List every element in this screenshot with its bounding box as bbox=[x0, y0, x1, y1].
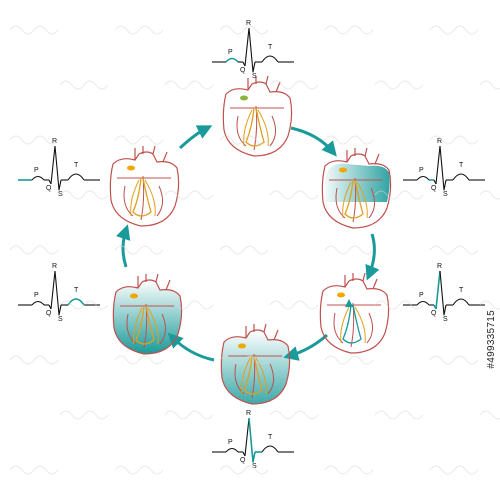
ecg-label-p: P bbox=[34, 292, 39, 299]
sa-node bbox=[127, 165, 135, 171]
ecg-label-s: S bbox=[252, 463, 257, 470]
heart-resting bbox=[109, 145, 180, 227]
cycle-arrow-6 bbox=[178, 125, 213, 150]
ecg-label-p: P bbox=[228, 439, 233, 446]
ecg-label-q: Q bbox=[431, 185, 437, 192]
hearts bbox=[109, 75, 392, 405]
heart-ventricular-repolarization bbox=[112, 273, 183, 355]
ecg-label-t: T bbox=[459, 287, 464, 294]
ecg-strip-atrial-depolarization: P R QS T bbox=[212, 20, 294, 80]
ecg-strip-septal-depolarization: P R QS T bbox=[403, 138, 485, 198]
cycle-arrow-1 bbox=[290, 126, 337, 157]
cycle-arrow-2 bbox=[365, 233, 380, 281]
sa-node bbox=[130, 293, 138, 299]
ecg-label-s: S bbox=[252, 73, 257, 80]
ecg-strip-ventricular-depolarization: P R QS T bbox=[212, 410, 294, 470]
ecg-strip-apical-depolarization: P R QS T bbox=[403, 263, 485, 323]
ecg-label-r: R bbox=[246, 410, 251, 417]
ecg-label-p: P bbox=[419, 292, 424, 299]
ecg-label-q: Q bbox=[46, 185, 52, 192]
ecg-label-r: R bbox=[437, 263, 442, 270]
sa-node bbox=[238, 343, 246, 349]
ecg-label-r: R bbox=[437, 138, 442, 145]
ecg-label-s: S bbox=[443, 316, 448, 323]
cycle-arrow-3 bbox=[283, 333, 328, 361]
ecg-label-t: T bbox=[268, 434, 273, 441]
ecg-label-q: Q bbox=[240, 67, 246, 74]
heart-apical-depolarization bbox=[319, 272, 390, 354]
sa-node bbox=[240, 95, 248, 101]
heart-septal-depolarization bbox=[321, 147, 392, 229]
sa-node bbox=[339, 167, 347, 173]
ecg-label-p: P bbox=[228, 49, 233, 56]
sa-node bbox=[337, 292, 345, 298]
ecg-label-s: S bbox=[58, 316, 63, 323]
ecg-strip-resting: P R QS T bbox=[18, 138, 100, 198]
ecg-label-s: S bbox=[443, 191, 448, 198]
heart-ventricular-depolarization bbox=[220, 323, 291, 405]
ecg-label-r: R bbox=[246, 20, 251, 27]
ecg-label-t: T bbox=[268, 44, 273, 51]
ecg-label-p: P bbox=[419, 167, 424, 174]
ecg-label-s: S bbox=[58, 191, 63, 198]
ecg-label-r: R bbox=[52, 138, 57, 145]
cycle-arrow-4 bbox=[167, 332, 215, 362]
ecg-label-r: R bbox=[52, 263, 57, 270]
ecg-label-q: Q bbox=[240, 457, 246, 464]
heart-atrial-depolarization bbox=[222, 75, 293, 157]
ecg-label-t: T bbox=[74, 287, 79, 294]
cycle-arrow-5 bbox=[116, 224, 131, 268]
image-id-watermark: #499335715 bbox=[486, 310, 497, 369]
ecg-strip-ventricular-repolarization: P R QS T bbox=[18, 263, 100, 323]
ecg-label-q: Q bbox=[431, 310, 437, 317]
ecg-label-t: T bbox=[74, 162, 79, 169]
ecg-label-q: Q bbox=[46, 310, 52, 317]
ecg-label-t: T bbox=[459, 162, 464, 169]
ecg-label-p: P bbox=[34, 167, 39, 174]
